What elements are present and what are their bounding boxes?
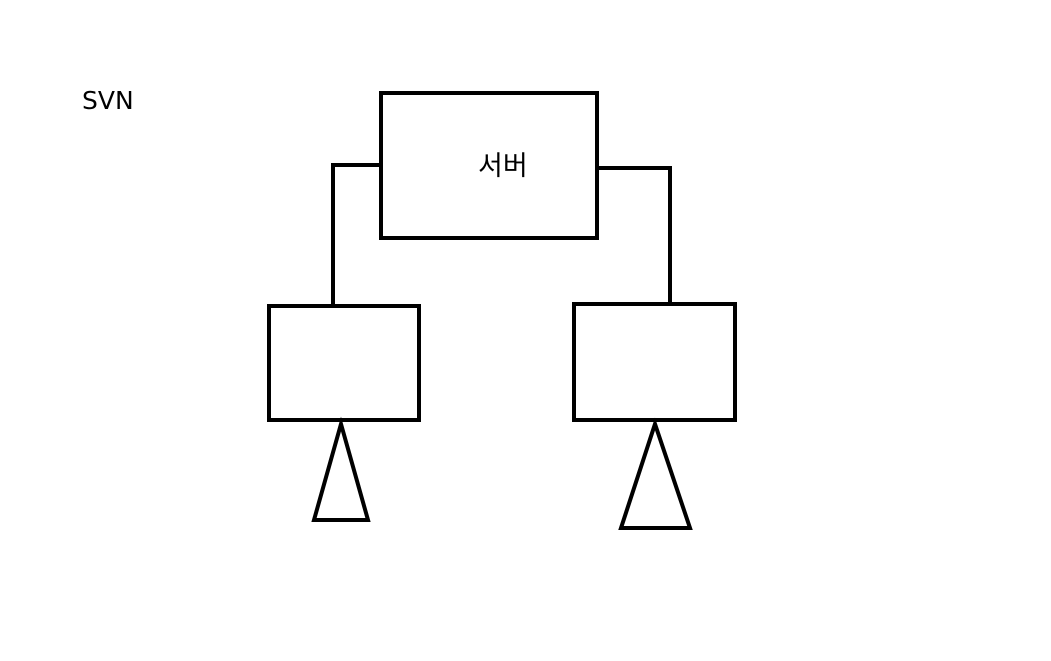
right-connector-line — [597, 166, 672, 305]
diagram-title: SVN — [82, 86, 134, 115]
left-triangle — [311, 416, 371, 522]
right-client-box — [572, 302, 737, 422]
left-client-box — [267, 304, 421, 422]
server-label: 서버 — [478, 151, 528, 182]
left-connector-line — [331, 163, 381, 307]
right-triangle — [618, 417, 693, 530]
